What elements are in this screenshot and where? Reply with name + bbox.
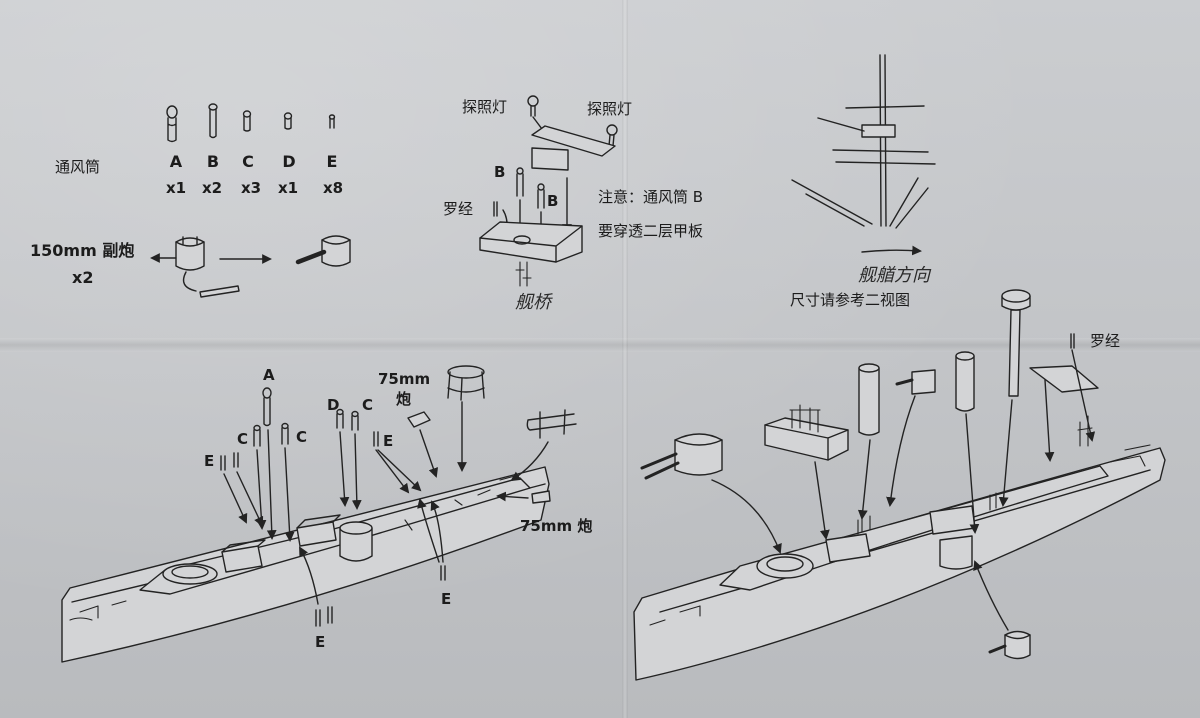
searchlight-platform-drawing [531,125,616,171]
bridge-deck-drawing [479,221,583,287]
ventilator-b-drawing [208,103,218,139]
ventilator-letter-b: B [207,152,219,171]
left-ship-vent-c-left [253,424,261,447]
bridge-note-line2: 要穿透二层甲板 [598,222,703,240]
bow-direction-arrow [861,245,922,256]
left-ship-railing-right [526,409,577,439]
left-ship-label-e-bottom-mid: E [441,590,451,608]
secondary-gun-parts-drawing [150,236,240,298]
ventilator-count-c: x3 [241,179,261,197]
ventilator-letter-d: D [282,152,295,171]
right-ship-aft-platform [1029,365,1099,447]
left-ship-75mm-gun-right [531,490,551,504]
left-ship-vent-e-left [220,452,239,471]
ventilator-count-a: x1 [166,179,186,197]
bow-direction-label: 舰艏方向 [858,265,932,286]
right-ship-superstructure [719,444,1151,591]
left-ship-label-gun-top: 炮 [396,390,411,408]
left-ship-vent-a [262,387,272,427]
left-ship-assembly-arrows [223,401,549,605]
secondary-gun-label: 150mm 副炮 [30,241,134,260]
left-ship-vent-d [336,408,344,429]
searchlight-right-label: 探照灯 [587,100,632,118]
left-ship-label-c-right: C [296,428,307,446]
right-ship-funnel-aft [955,351,975,412]
ventilator-letter-e: E [327,152,338,171]
bridge-vent-b-lower-label: B [547,192,558,210]
right-ship-side-gun [895,369,936,395]
ventilator-c-drawing [242,110,252,132]
right-ship-compass-label: 罗经 [1090,332,1120,350]
fold-line-horizontal [0,338,1200,352]
ventilator-count-b: x2 [202,179,222,197]
searchlight-right-drawing [606,124,618,147]
searchlight-left-label: 探照灯 [462,98,507,116]
bridge-note-line1: 注意：通风筒 B [598,188,703,206]
secondary-gun-count: x2 [72,268,93,287]
ventilator-count-d: x1 [278,179,298,197]
mast-drawing [791,54,936,229]
ventilators-title: 通风筒 [55,158,100,176]
secondary-gun-assembled-drawing [295,235,351,267]
ventilator-letter-a: A [170,152,183,171]
right-ship-forward-turret-drawing [640,433,723,480]
left-ship-vent-e-bottom-left [315,606,333,627]
left-ship-label-e-mid: E [383,432,393,450]
left-ship-label-a: A [263,366,275,384]
right-ship-assembly-arrows [711,349,1096,631]
right-ship-rear-turret [988,630,1031,660]
left-ship-label-e-left: E [204,452,214,470]
fold-line-vertical [622,0,628,718]
right-ship-mast-top [1001,289,1031,397]
right-ship-funnel-forward [858,363,880,436]
ventilator-count-e: x8 [323,179,343,197]
left-ship-vent-e-bottom-mid [440,565,446,581]
right-ship-bridge-drawing [764,404,849,461]
left-ship-vent-c-right [281,422,289,445]
left-ship-label-c-left: C [237,430,248,448]
ventilator-parts [166,103,336,143]
left-ship-vent-c-mid [351,410,359,431]
right-ship-compass-drawing [1070,333,1075,349]
left-ship-label-d: D [327,396,339,414]
bridge-vent-b-upper-label: B [494,163,505,181]
left-ship-label-75mm-top: 75mm [378,370,430,388]
left-ship-label-75mm-gun-right: 75mm 炮 [520,517,592,535]
ventilator-a-drawing [166,105,178,143]
bridge-compass-label: 罗经 [443,200,473,218]
left-ship-vent-e-mid [373,431,379,447]
left-ship-label-c-mid: C [362,396,373,414]
bridge-handwritten-label: 舰桥 [515,292,553,313]
mast-size-note: 尺寸请参考二视图 [790,291,910,309]
left-ship-label-e-bottom-left: E [315,633,325,651]
ventilator-d-drawing [283,112,293,130]
left-ship-75mm-gun-top [407,411,431,428]
ventilator-e-drawing [328,114,336,129]
ventilator-letter-c: C [242,152,254,171]
left-ship-railing-top [447,365,485,401]
